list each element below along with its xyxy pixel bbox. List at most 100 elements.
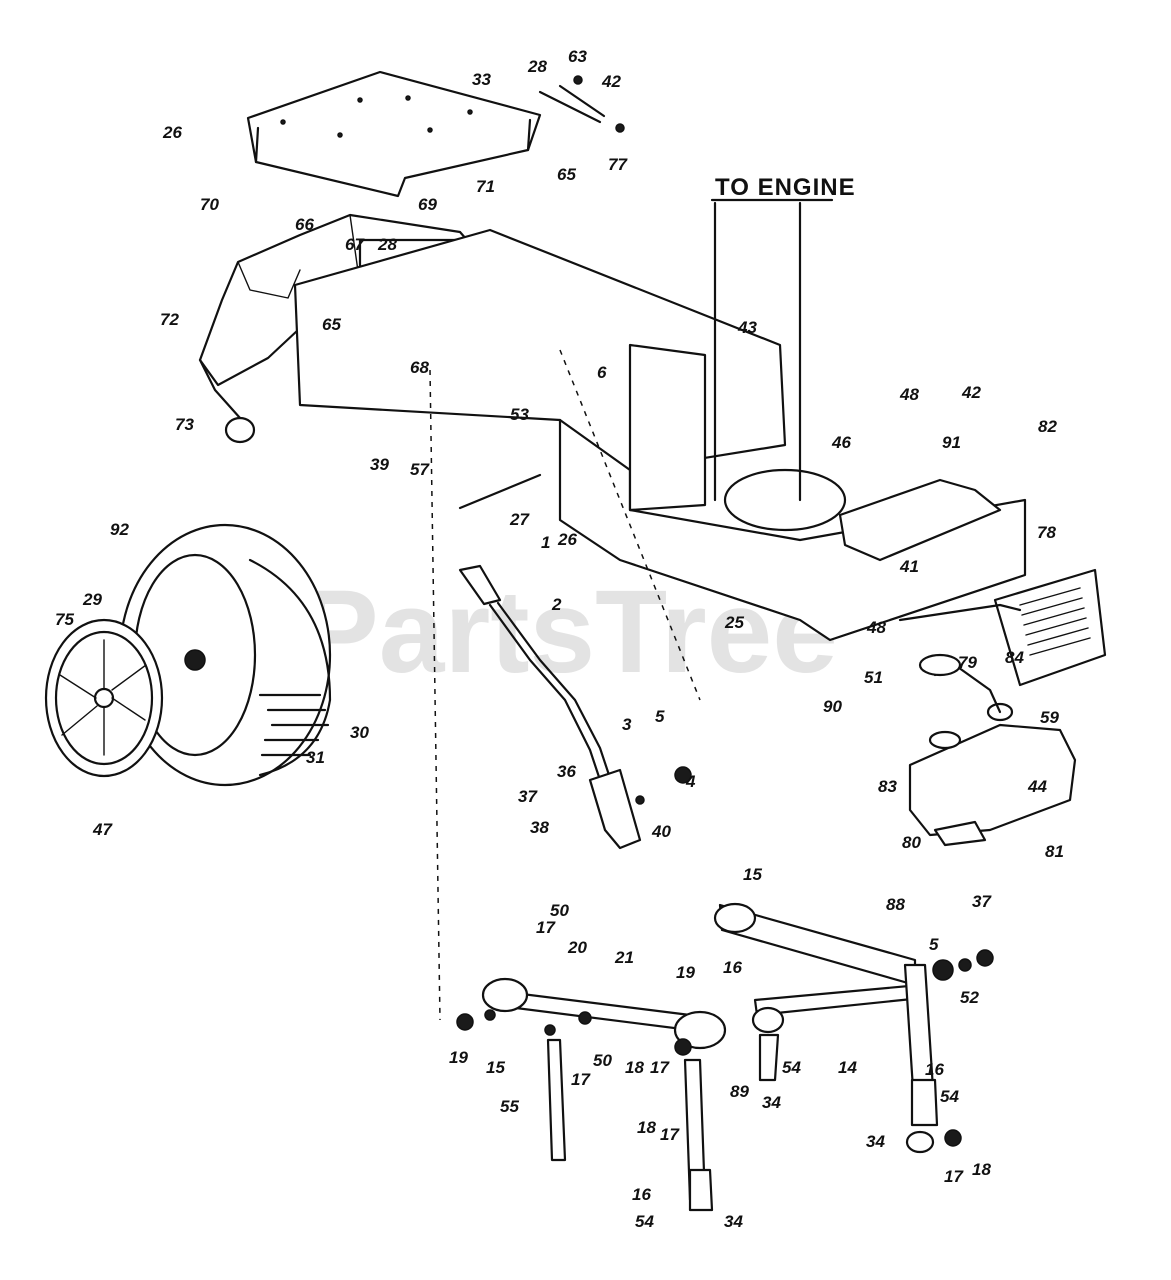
callout-label: 14 (838, 1058, 857, 1077)
callout-label: 72 (160, 310, 179, 329)
callout-label: 52 (960, 988, 979, 1007)
callout-label: 65 (557, 165, 576, 184)
callout-label: 19 (676, 963, 695, 982)
brake-pedal (458, 564, 692, 850)
to-engine-marker: TO ENGINE (710, 174, 856, 502)
dashed-guide-1 (429, 369, 441, 1021)
callout-label: 34 (762, 1093, 781, 1112)
callout-label: 37 (518, 787, 538, 806)
callout-label: 67 (345, 235, 365, 254)
callout-label: 65 (322, 315, 341, 334)
callout-label: 71 (476, 177, 495, 196)
callout-label: 1 (541, 533, 550, 552)
callout-label: 68 (410, 358, 429, 377)
callout-label: 26 (162, 123, 182, 142)
callout-label: 5 (929, 935, 939, 954)
callout-label: 38 (530, 818, 549, 837)
callout-label: 42 (961, 383, 981, 402)
callout-label: 31 (306, 748, 325, 767)
heat-shield (898, 568, 1107, 687)
callout-label: 27 (509, 510, 530, 529)
hubcap (44, 618, 164, 778)
callout-label: 66 (295, 215, 314, 234)
callout-label: 47 (92, 820, 113, 839)
callout-label: 2 (551, 595, 562, 614)
callout-label: 39 (370, 455, 389, 474)
muffler (908, 653, 1077, 847)
callout-label: 17 (536, 918, 556, 937)
callout-label: 33 (472, 70, 491, 89)
callout-label: 84 (1005, 648, 1024, 667)
callout-label: 44 (1027, 777, 1047, 796)
callout-label: 36 (557, 762, 576, 781)
callout-label: 70 (200, 195, 219, 214)
callout-label: 42 (601, 72, 621, 91)
callout-label: 16 (632, 1185, 651, 1204)
callout-label: 20 (567, 938, 587, 957)
callout-label: 54 (940, 1087, 959, 1106)
callout-label: 16 (925, 1060, 944, 1079)
callout-label: 57 (410, 460, 430, 479)
callout-label: 91 (942, 433, 961, 452)
callout-label: 54 (635, 1212, 654, 1231)
callout-label: 18 (625, 1058, 644, 1077)
callout-label: 17 (650, 1058, 670, 1077)
callout-label: 4 (685, 772, 696, 791)
callout-label: 30 (350, 723, 369, 742)
callout-label: 80 (902, 833, 921, 852)
callout-label: 19 (449, 1048, 468, 1067)
callout-label: 92 (110, 520, 129, 539)
callout-label: 89 (730, 1082, 749, 1101)
callout-label: 28 (377, 235, 397, 254)
callout-label: 34 (866, 1132, 885, 1151)
callout-label: 48 (866, 618, 886, 637)
callout-label: 48 (899, 385, 919, 404)
callout-label: 37 (972, 892, 992, 911)
callout-label: 34 (724, 1212, 743, 1231)
callout-label: 73 (175, 415, 194, 434)
to-engine-label: TO ENGINE (715, 174, 856, 201)
callout-label: 17 (944, 1167, 964, 1186)
callout-label: 83 (878, 777, 897, 796)
callout-label: 21 (614, 948, 634, 967)
callout-label: 28 (527, 57, 547, 76)
seat-adjust-bolt (538, 75, 625, 133)
callout-label: 69 (418, 195, 437, 214)
lift-linkage-right (713, 902, 994, 1154)
callout-label: 15 (486, 1058, 505, 1077)
callout-label: 53 (510, 405, 529, 424)
callout-label: 40 (651, 822, 671, 841)
callout-label: 50 (550, 901, 569, 920)
callout-label: 29 (82, 590, 102, 609)
callout-label: 81 (1045, 842, 1064, 861)
callout-label: 59 (1040, 708, 1059, 727)
callout-label: 43 (737, 318, 757, 337)
callout-label: 18 (972, 1160, 991, 1179)
lift-linkage-left (456, 977, 727, 1212)
callout-label: 82 (1038, 417, 1057, 436)
callout-label: 16 (723, 958, 742, 977)
callout-label: 26 (557, 530, 577, 549)
callout-label: 25 (724, 613, 744, 632)
callout-label: 15 (743, 865, 762, 884)
callout-labels: 26 33 28 63 42 65 77 71 70 66 69 67 28 6… (55, 47, 1064, 1231)
callout-label: 46 (831, 433, 851, 452)
callout-label: 77 (608, 155, 628, 174)
seat-pan (246, 70, 542, 198)
callout-label: 78 (1037, 523, 1056, 542)
rear-wheel (118, 523, 332, 787)
callout-label: 75 (55, 610, 74, 629)
callout-label: 17 (660, 1125, 680, 1144)
callout-label: 90 (823, 697, 842, 716)
callout-label: 54 (782, 1058, 801, 1077)
dashed-guide-2 (559, 349, 701, 701)
main-frame (198, 228, 1027, 642)
callout-label: 50 (593, 1051, 612, 1070)
callout-label: 6 (597, 363, 607, 382)
callout-label: 17 (571, 1070, 591, 1089)
callout-label: 51 (864, 668, 883, 687)
callout-label: 79 (958, 653, 977, 672)
callout-label: 63 (568, 47, 587, 66)
callout-label: 55 (500, 1097, 519, 1116)
